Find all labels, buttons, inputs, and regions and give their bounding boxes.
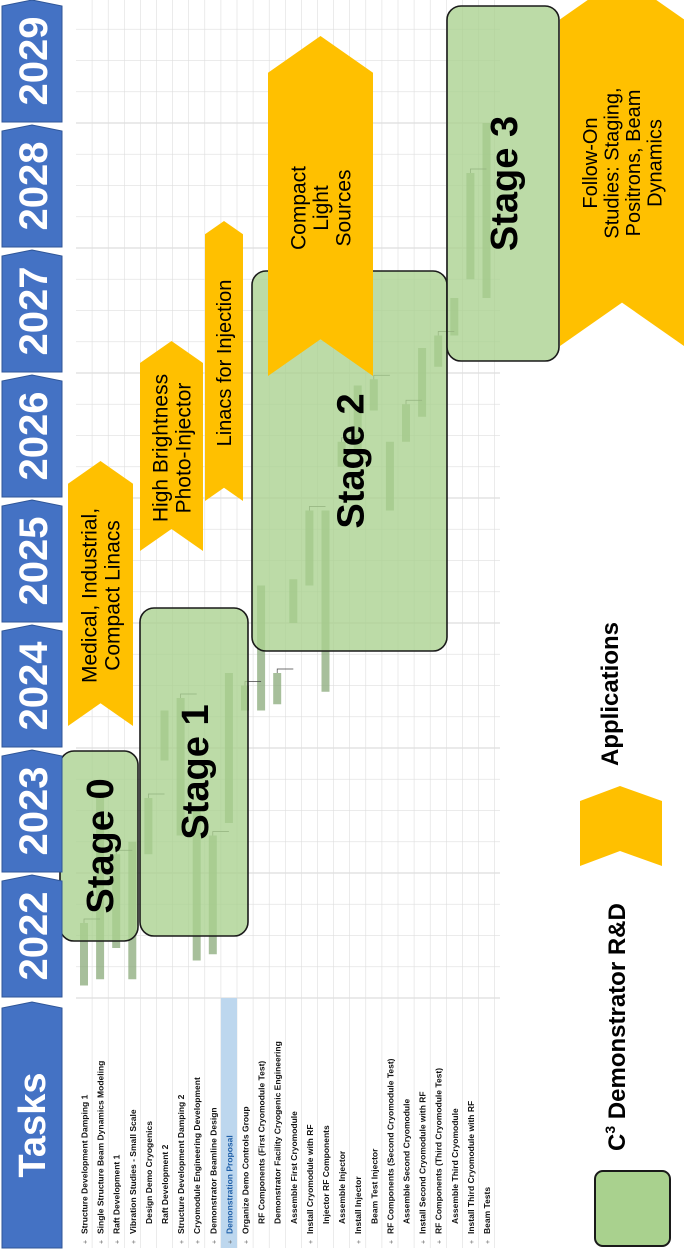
application-label: Linacs for Injection bbox=[214, 280, 236, 447]
year-tab bbox=[1, 124, 63, 248]
legend-stage-swatch bbox=[594, 1170, 671, 1247]
stage-label: Stage 1 bbox=[175, 704, 217, 839]
expand-icon: + bbox=[356, 1240, 363, 1244]
task-label: Demonstrator Facility Cryogenic Engineer… bbox=[273, 1041, 283, 1224]
expand-icon: + bbox=[179, 1240, 186, 1244]
year-label: 2026 bbox=[12, 392, 56, 481]
task-label: Assemble Injector bbox=[337, 1150, 347, 1224]
year-label: 2023 bbox=[12, 767, 56, 856]
task-label: Install Second Cryomodule with RF bbox=[418, 1091, 428, 1234]
year-tab bbox=[1, 874, 63, 998]
tasks-header-label: Tasks bbox=[12, 1073, 54, 1178]
year-tab bbox=[1, 624, 63, 748]
application-label: Light bbox=[310, 185, 333, 231]
task-label: Raft Development 1 bbox=[112, 1154, 122, 1234]
expand-icon: + bbox=[437, 1240, 444, 1244]
task-label: Vibration Studies - Small Scale bbox=[128, 1109, 138, 1234]
task-label: Cryomodule Engineering Development bbox=[192, 1077, 202, 1234]
application-label: Studies: Staging, bbox=[601, 87, 623, 238]
expand-icon: + bbox=[485, 1240, 492, 1244]
application-label: Follow-On bbox=[580, 117, 602, 208]
expand-icon: + bbox=[99, 1240, 106, 1244]
year-label: 2028 bbox=[12, 142, 56, 231]
year-tab bbox=[1, 0, 63, 123]
application-label: High Brightness bbox=[150, 374, 173, 522]
task-label: Demonstration Proposal bbox=[224, 1135, 234, 1234]
task-label: Raft Development 2 bbox=[160, 1144, 170, 1224]
stage-label: Stage 0 bbox=[80, 778, 122, 913]
task-label: Single Structure Beam Dynamics Modeling bbox=[96, 1061, 106, 1234]
year-label: 2025 bbox=[12, 517, 56, 606]
row-highlight bbox=[220, 998, 237, 1248]
expand-icon: + bbox=[131, 1240, 138, 1244]
legend-title: C3 Demonstrator R&D bbox=[602, 903, 631, 1151]
application-label: Dynamics bbox=[645, 119, 667, 207]
year-tab bbox=[1, 249, 63, 373]
task-label: Structure Development Damping 1 bbox=[80, 1094, 90, 1234]
task-label: Design Demo Cryogenics bbox=[144, 1121, 154, 1224]
task-label: Demonstrator Beamline Design bbox=[208, 1107, 218, 1234]
task-label: Beam Tests bbox=[482, 1187, 492, 1234]
year-tab bbox=[1, 374, 63, 498]
application-arrow bbox=[68, 461, 133, 726]
stage-box bbox=[446, 5, 560, 362]
task-bar bbox=[273, 673, 282, 705]
expand-icon: + bbox=[211, 1240, 218, 1244]
task-label: Install Third Cryomodule with RF bbox=[466, 1101, 476, 1234]
year-tab bbox=[1, 749, 63, 873]
application-label: Compact Linacs bbox=[101, 520, 124, 671]
application-arrow bbox=[140, 341, 203, 551]
task-label: Assemble Second Cryomodule bbox=[402, 1099, 412, 1224]
expand-icon: + bbox=[195, 1240, 202, 1244]
expand-icon: + bbox=[388, 1240, 395, 1244]
expand-icon: + bbox=[115, 1240, 122, 1244]
dependency-line bbox=[276, 668, 294, 673]
expand-icon: + bbox=[227, 1240, 234, 1244]
task-label: RF Components (First Cryomodule Test) bbox=[257, 1061, 267, 1224]
legend-applications-arrow bbox=[580, 786, 662, 866]
application-label: Medical, Industrial, bbox=[79, 508, 102, 683]
stage-box bbox=[139, 607, 249, 937]
expand-icon: + bbox=[244, 1240, 251, 1244]
stage-label: Stage 2 bbox=[331, 393, 373, 528]
expand-icon: + bbox=[308, 1240, 315, 1244]
task-label: RF Components (Third Cryomodule Test) bbox=[434, 1068, 444, 1234]
year-label: 2024 bbox=[12, 641, 56, 731]
application-label: Positrons, Beam bbox=[623, 90, 645, 237]
task-label: Injector RF Components bbox=[321, 1125, 331, 1224]
application-arrow bbox=[560, 0, 684, 346]
expand-icon: + bbox=[469, 1240, 476, 1244]
task-label: RF Components (Second Cryomodule Test) bbox=[385, 1058, 395, 1234]
task-label: Install Injector bbox=[353, 1176, 363, 1234]
application-label: Photo-Injector bbox=[172, 383, 195, 514]
application-label: Compact bbox=[287, 166, 310, 250]
application-label: Sources bbox=[333, 169, 356, 246]
year-label: 2029 bbox=[12, 17, 56, 106]
year-tab bbox=[1, 499, 63, 623]
task-label: Install Cryomodule with RF bbox=[305, 1124, 315, 1234]
expand-icon: + bbox=[83, 1240, 90, 1244]
task-label: Beam Test Injector bbox=[369, 1148, 379, 1224]
task-label: Assemble First Cryomodule bbox=[289, 1111, 299, 1224]
year-label: 2027 bbox=[12, 267, 56, 356]
tasks-header-tab bbox=[1, 1001, 63, 1249]
legend-applications-label: Applications bbox=[597, 622, 624, 766]
stage-label: Stage 3 bbox=[484, 116, 526, 251]
application-arrow bbox=[268, 36, 373, 376]
task-label: Organize Demo Controls Group bbox=[241, 1106, 251, 1234]
expand-icon: + bbox=[421, 1240, 428, 1244]
application-arrow bbox=[205, 221, 243, 501]
task-label: Structure Development Damping 2 bbox=[176, 1094, 186, 1234]
year-label: 2022 bbox=[12, 892, 56, 981]
task-label: Assemble Third Cryomodule bbox=[450, 1108, 460, 1224]
